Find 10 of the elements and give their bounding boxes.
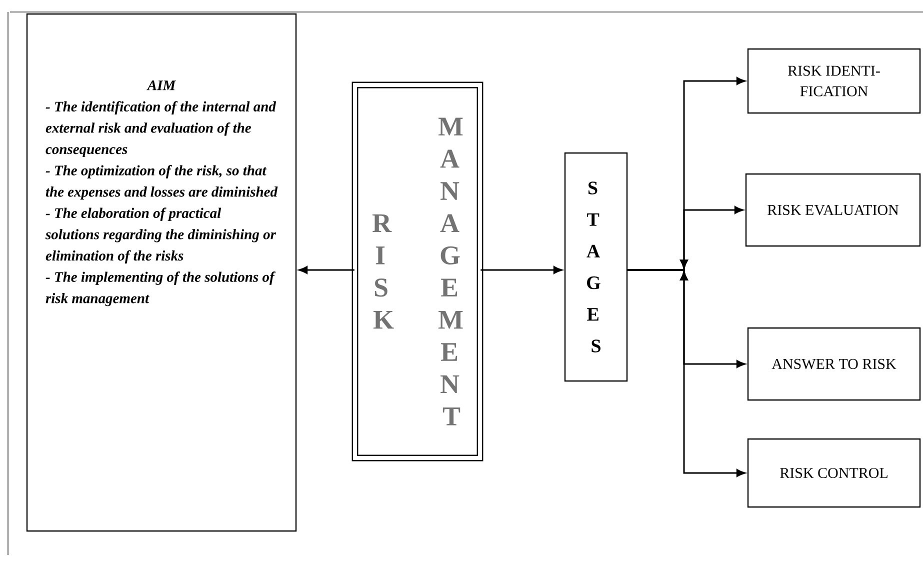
- stages-box: STAGES: [564, 152, 628, 382]
- stage-box: ANSWER TO RISK: [747, 327, 921, 401]
- arrow: [298, 266, 354, 274]
- aim-box: AIM - The identification of the internal and external risk and evaluation of the consequences - The optimization of the risk, so that the expenses and losses are diminished - The elaboration of practical solutions regarding the diminishing or elimination of the risks - The implementing of the solutions of risk management: [26, 13, 297, 532]
- stage-box: RISK IDENTI- FICATION: [747, 48, 921, 114]
- arrow: [628, 260, 746, 477]
- risk-management-box: RISK MANAGEMENT: [352, 82, 484, 462]
- arrow: [480, 266, 562, 274]
- stage-box: RISK EVALUATION: [745, 173, 921, 247]
- stage-box: RISK CONTROL: [747, 438, 921, 508]
